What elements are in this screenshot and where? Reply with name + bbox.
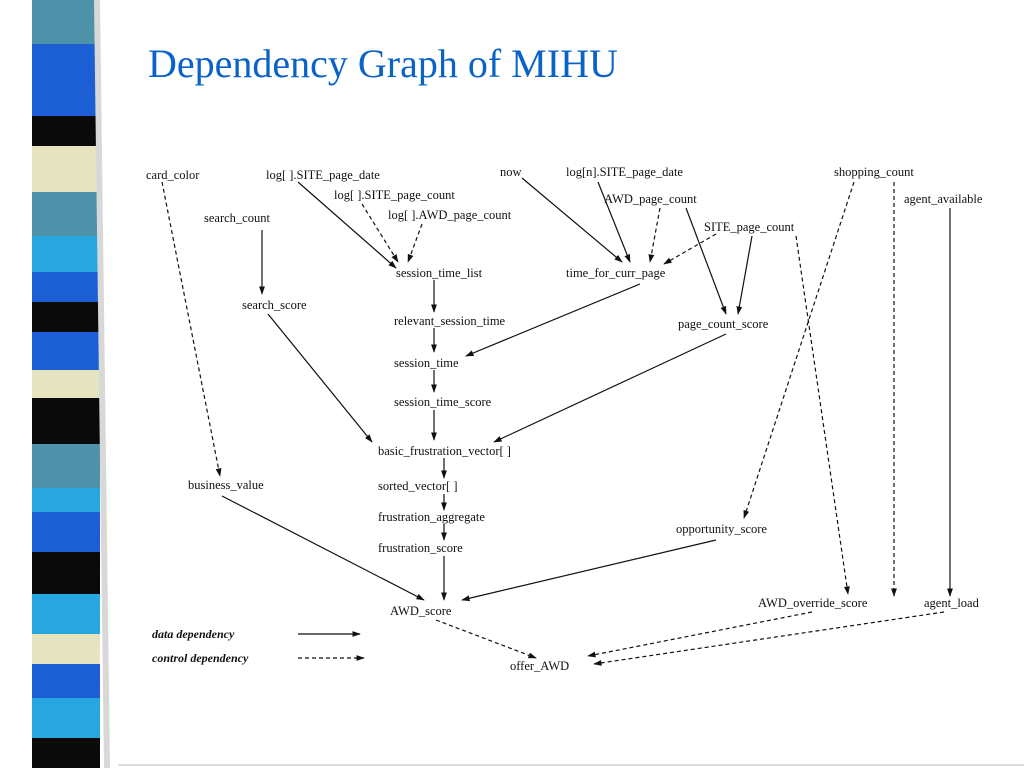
- node-card-color: card_color: [146, 168, 200, 182]
- node-awd-page-count: AWD_page_count: [604, 192, 697, 206]
- node-now: now: [500, 165, 522, 179]
- legend: data dependency control dependency: [152, 627, 365, 665]
- edge-shopping-count-opportunity-score: [743, 181, 855, 519]
- node-log-site-page-count: log[ ].SITE_page_count: [334, 188, 455, 202]
- edge-awd-page-count-page-count-score: [685, 207, 727, 315]
- node-log-site-page-date: log[ ].SITE_page_date: [266, 168, 380, 182]
- edge-site-page-count-time-for-curr-page: [663, 233, 717, 265]
- node-logn-site-page-date: log[n].SITE_page_date: [566, 165, 683, 179]
- edge-override-offer-awd: [587, 611, 813, 658]
- node-relevant-session-time: relevant_session_time: [394, 314, 506, 328]
- node-sorted-vector: sorted_vector[ ]: [378, 479, 457, 493]
- node-basic-frustration-vector: basic_frustration_vector[ ]: [378, 444, 511, 458]
- node-search-count: search_count: [204, 211, 270, 225]
- node-awd-override-score: AWD_override_score: [758, 596, 868, 610]
- edge-business-value-awd-score: [221, 495, 425, 601]
- slide-title: Dependency Graph of MIHU: [148, 41, 618, 86]
- node-session-time: session_time: [394, 356, 459, 370]
- graph-nodes: card_color log[ ].SITE_page_date log[ ].…: [146, 165, 983, 673]
- node-frustration-aggregate: frustration_aggregate: [378, 510, 485, 524]
- node-search-score: search_score: [242, 298, 307, 312]
- node-offer-awd: offer_AWD: [510, 659, 569, 673]
- edge-site-page-count-override: [795, 235, 850, 595]
- node-log-awd-page-count: log[ ].AWD_page_count: [388, 208, 512, 222]
- edge-search-score-bfv: [267, 313, 373, 443]
- node-time-for-curr-page: time_for_curr_page: [566, 266, 666, 280]
- node-session-time-score: session_time_score: [394, 395, 492, 409]
- node-business-value: business_value: [188, 478, 264, 492]
- node-shopping-count: shopping_count: [834, 165, 914, 179]
- node-page-count-score: page_count_score: [678, 317, 769, 331]
- node-session-time-list: session_time_list: [396, 266, 483, 280]
- edge-logn-date-time-for-curr-page: [597, 181, 631, 263]
- node-opportunity-score: opportunity_score: [676, 522, 767, 536]
- node-site-page-count: SITE_page_count: [704, 220, 795, 234]
- edge-time-for-curr-page-session-time: [465, 283, 641, 357]
- bottom-rule: [118, 764, 1024, 766]
- node-agent-load: agent_load: [924, 596, 980, 610]
- edge-log-date-session-time-list: [297, 181, 397, 269]
- edge-page-count-score-bfv: [493, 333, 727, 443]
- node-frustration-score: frustration_score: [378, 541, 463, 555]
- edge-awd-score-offer-awd: [435, 619, 537, 659]
- edge-agent-load-offer-awd: [593, 611, 945, 666]
- edge-site-page-count-page-count-score: [736, 235, 753, 315]
- decorative-stripe: [0, 0, 118, 768]
- edge-awd-page-count-time-for-curr-page: [648, 207, 661, 263]
- legend-data-dependency: data dependency: [152, 627, 235, 641]
- graph-edges: [161, 177, 953, 666]
- legend-control-dependency: control dependency: [152, 651, 249, 665]
- edge-opportunity-score-awd-score: [461, 539, 717, 602]
- edge-card-color-business-value: [161, 181, 222, 477]
- node-awd-score: AWD_score: [390, 604, 452, 618]
- node-agent-available: agent_available: [904, 192, 983, 206]
- edge-now-time-for-curr-page: [521, 177, 623, 263]
- edge-log-count-session-time-list: [361, 203, 399, 263]
- stripe-blocks: [32, 0, 100, 768]
- edge-log-awd-count-session-time-list: [407, 223, 423, 263]
